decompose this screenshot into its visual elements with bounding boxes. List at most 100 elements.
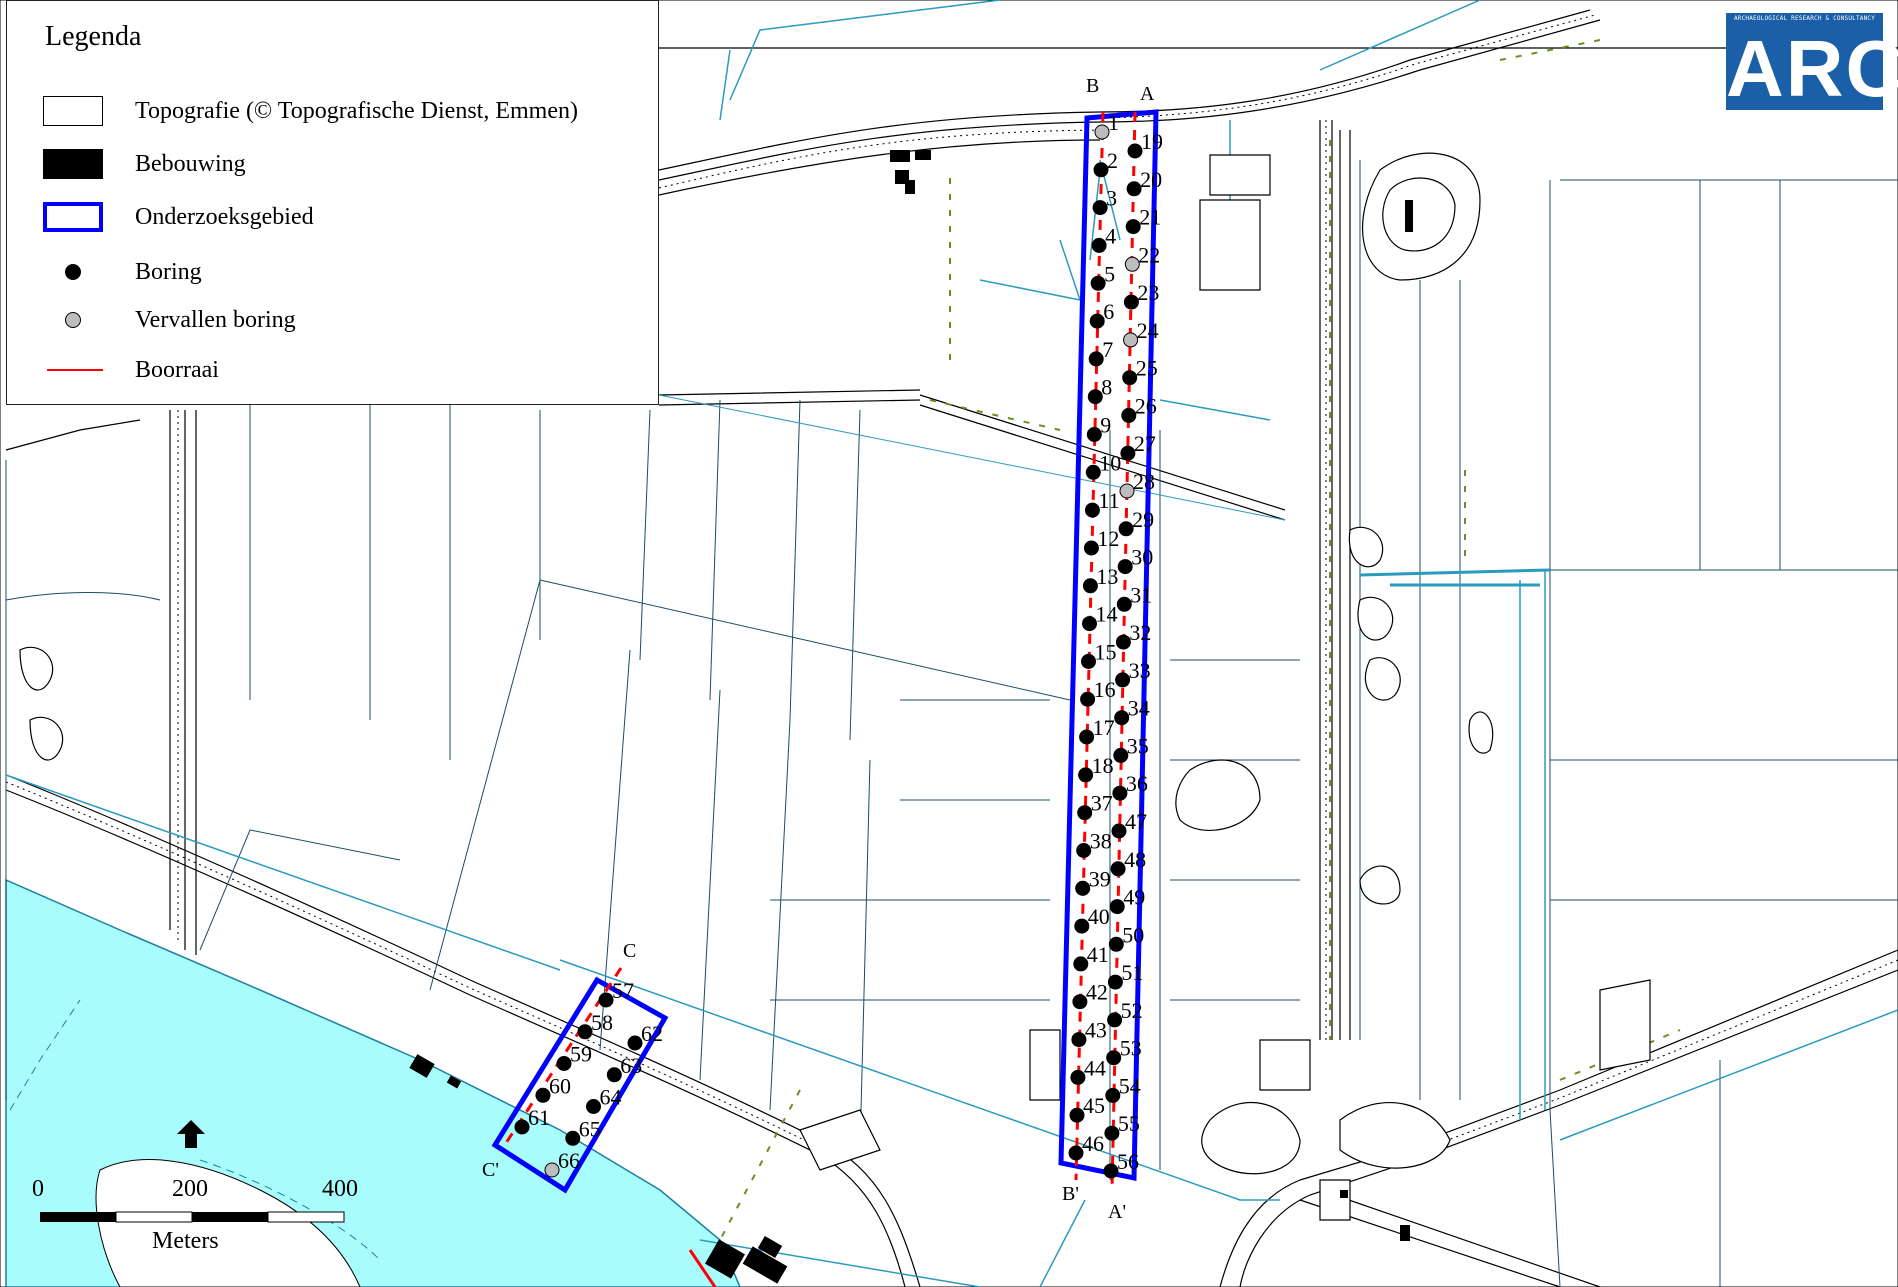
logo-text: ARC bbox=[1726, 24, 1898, 113]
boring-label-51: 51 bbox=[1121, 960, 1143, 985]
boring-23 bbox=[1123, 294, 1139, 310]
boring-label-49: 49 bbox=[1123, 885, 1145, 910]
boring-label-5: 5 bbox=[1104, 261, 1115, 286]
topografie-symbol bbox=[43, 96, 103, 126]
boring-38 bbox=[1076, 843, 1092, 858]
boorraai-symbol bbox=[47, 369, 103, 371]
boring-label-26: 26 bbox=[1135, 393, 1157, 418]
legend-label: Vervallen boring bbox=[135, 307, 296, 333]
legend-item-vervallen-boring: Vervallen boring bbox=[7, 305, 657, 345]
boring-label-42: 42 bbox=[1086, 980, 1108, 1005]
bebouwing-symbol bbox=[43, 149, 103, 179]
legend-label: Bebouwing bbox=[135, 151, 246, 177]
boring-label-17: 17 bbox=[1093, 715, 1115, 740]
boring-54 bbox=[1105, 1087, 1121, 1103]
boring-label-45: 45 bbox=[1083, 1093, 1105, 1118]
boring-label-52: 52 bbox=[1121, 998, 1143, 1023]
boring-label-13: 13 bbox=[1096, 564, 1118, 589]
boring-16 bbox=[1080, 691, 1096, 707]
boring-58 bbox=[577, 1024, 593, 1040]
boring-label-37: 37 bbox=[1091, 791, 1113, 816]
boring-59 bbox=[556, 1056, 572, 1071]
boring-label-39: 39 bbox=[1089, 866, 1111, 891]
boring-label-21: 21 bbox=[1139, 205, 1161, 230]
boring-35 bbox=[1113, 747, 1129, 763]
boring-25 bbox=[1122, 370, 1138, 386]
scale-label-0: 0 bbox=[32, 1176, 44, 1202]
boring-19 bbox=[1127, 143, 1143, 159]
boring-label-64: 64 bbox=[600, 1085, 622, 1110]
boring-label-10: 10 bbox=[1099, 450, 1121, 475]
boring-label-33: 33 bbox=[1129, 658, 1151, 683]
boring-label-55: 55 bbox=[1118, 1111, 1140, 1136]
boring-label-54: 54 bbox=[1119, 1073, 1141, 1098]
boring-6 bbox=[1089, 313, 1105, 329]
boring-label-29: 29 bbox=[1132, 507, 1154, 532]
boring-label-40: 40 bbox=[1088, 904, 1110, 929]
boring-label-20: 20 bbox=[1140, 167, 1162, 192]
legend-item-boorraai: Boorraai bbox=[7, 355, 657, 395]
logo-subtitle: ARCHAEOLOGICAL RESEARCH & CONSULTANCY bbox=[1733, 15, 1876, 22]
legend-label: Boorraai bbox=[135, 357, 219, 383]
boring-label-34: 34 bbox=[1128, 696, 1150, 721]
roads bbox=[5, 9, 1898, 1287]
ditches bbox=[5, 0, 1898, 1287]
river-island bbox=[95, 1159, 361, 1287]
scale-label-200: 200 bbox=[172, 1176, 208, 1202]
boring-label-31: 31 bbox=[1130, 582, 1152, 607]
boring-43 bbox=[1071, 1032, 1087, 1048]
transect-label-b: B bbox=[1086, 75, 1099, 97]
boring-42 bbox=[1072, 994, 1088, 1010]
north-arrow-icon bbox=[177, 1120, 205, 1148]
boring-label-48: 48 bbox=[1124, 847, 1146, 872]
dike-hatching bbox=[5, 14, 1898, 1159]
boring-26 bbox=[1121, 407, 1137, 423]
vervallen-boring-symbol bbox=[65, 312, 81, 328]
boring-27 bbox=[1120, 445, 1136, 461]
boring-label-62: 62 bbox=[641, 1021, 663, 1046]
boring-label-16: 16 bbox=[1094, 677, 1116, 702]
legend-label: Topografie (© Topografische Dienst, Emme… bbox=[135, 98, 578, 124]
transect-label-a: A bbox=[1140, 83, 1155, 105]
boring-20 bbox=[1126, 181, 1142, 197]
boring-14 bbox=[1082, 616, 1097, 632]
legend-item-topografie: Topografie (© Topografische Dienst, Emme… bbox=[7, 96, 657, 136]
boring-8 bbox=[1087, 389, 1103, 405]
scale-bar bbox=[40, 1211, 345, 1223]
boring-55 bbox=[1104, 1125, 1120, 1141]
boring-label-4: 4 bbox=[1105, 223, 1116, 248]
boring-label-43: 43 bbox=[1085, 1018, 1107, 1043]
boring-44 bbox=[1070, 1069, 1086, 1085]
boring-label-57: 57 bbox=[612, 978, 634, 1003]
boring-61 bbox=[514, 1119, 530, 1135]
boring-64 bbox=[586, 1099, 601, 1114]
boring-37 bbox=[1077, 805, 1093, 821]
vervallen-boring-28 bbox=[1119, 483, 1135, 499]
boring-15 bbox=[1081, 653, 1096, 669]
research-area-north bbox=[1058, 109, 1159, 1182]
legend-item-onderzoeksgebied: Onderzoeksgebied bbox=[7, 202, 657, 242]
transect-label-c: C bbox=[623, 940, 636, 962]
boring-13 bbox=[1082, 578, 1098, 594]
scale-label-400: 400 bbox=[322, 1176, 358, 1202]
boring-label-47: 47 bbox=[1125, 809, 1147, 834]
boring-label-18: 18 bbox=[1092, 753, 1114, 778]
legend-label: Boring bbox=[135, 259, 202, 285]
boring-33 bbox=[1115, 672, 1131, 688]
buildings bbox=[409, 150, 1413, 1284]
boring-29 bbox=[1118, 521, 1134, 537]
boring-label-22: 22 bbox=[1138, 242, 1160, 267]
boring-label-44: 44 bbox=[1084, 1055, 1106, 1080]
onderzoeksgebied-symbol bbox=[43, 202, 103, 232]
boring-label-32: 32 bbox=[1129, 620, 1151, 645]
boring-label-66: 66 bbox=[558, 1148, 580, 1173]
boring-17 bbox=[1079, 729, 1095, 745]
vervallen-boring-1 bbox=[1094, 124, 1110, 140]
boring-label-50: 50 bbox=[1122, 922, 1144, 947]
boring-label-9: 9 bbox=[1100, 413, 1111, 438]
boring-31 bbox=[1116, 596, 1132, 612]
boring-label-58: 58 bbox=[591, 1010, 613, 1035]
boring-label-6: 6 bbox=[1103, 299, 1114, 324]
boring-51 bbox=[1107, 974, 1123, 990]
boring-60 bbox=[535, 1087, 551, 1103]
